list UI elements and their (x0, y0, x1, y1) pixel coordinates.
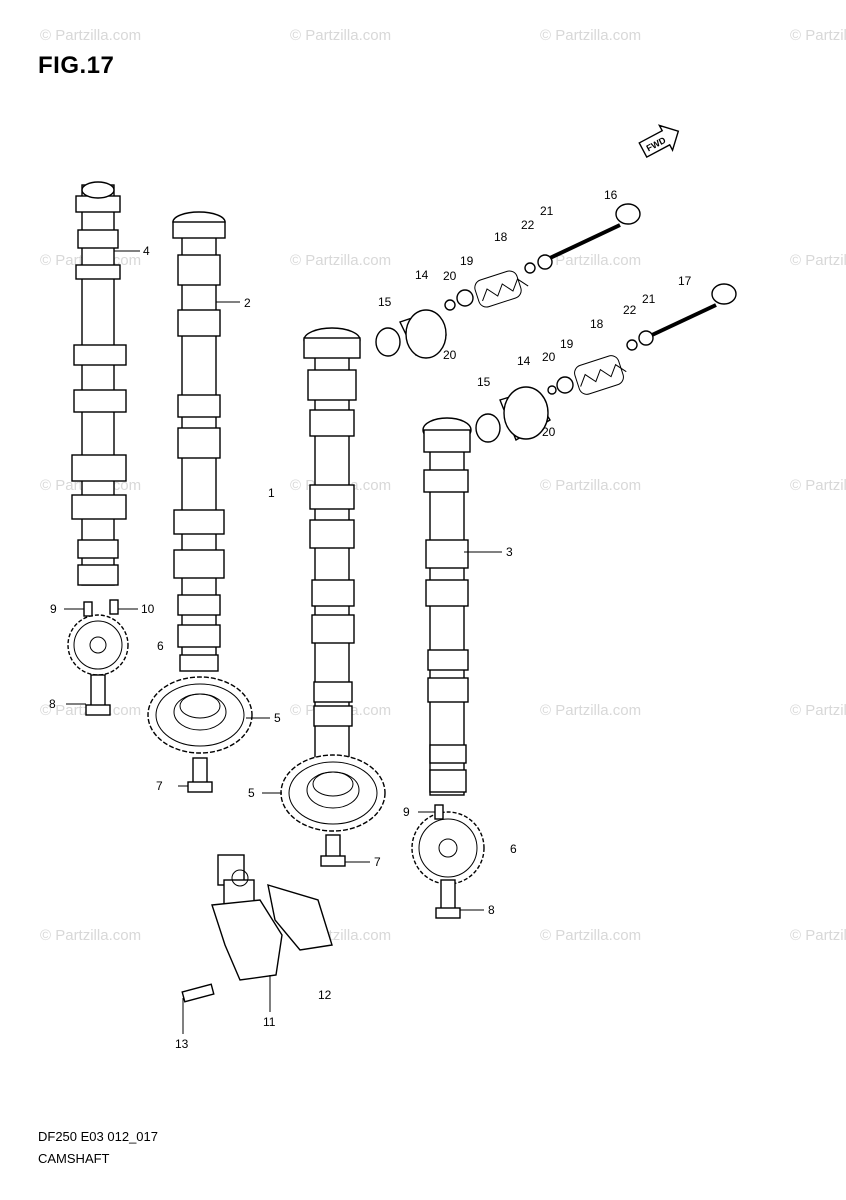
callout-7b: 7 (374, 855, 381, 869)
callout-19a: 19 (460, 254, 474, 268)
callout-20c: 20 (542, 350, 556, 364)
callout-11: 11 (263, 1015, 276, 1029)
callout-18a: 18 (494, 230, 508, 244)
callout-5b: 5 (248, 786, 255, 800)
camshaft-3 (422, 417, 472, 796)
callout-16: 16 (604, 188, 618, 202)
gasket-12 (267, 883, 333, 951)
bolt-8-right (435, 879, 461, 919)
callout-15a: 15 (378, 295, 392, 309)
camshaft-2 (172, 211, 226, 672)
watermark-text: © Partzilla.com (790, 927, 846, 944)
callout-2: 2 (244, 296, 251, 310)
callout-3: 3 (506, 545, 513, 559)
watermark-text: © Partzilla.com (790, 252, 846, 269)
watermark-text: © Partzilla.com (540, 702, 641, 719)
sprocket-5-center (280, 754, 386, 832)
watermark-text: © Partzilla.com (290, 27, 391, 44)
diagram-code: DF250 E03 012_017 (38, 1129, 158, 1144)
watermark-text: © Partzilla.com (290, 252, 391, 269)
bolt-7-center (320, 834, 346, 867)
callout-labels: 1 2 3 4 5 5 6 6 7 7 8 8 9 9 10 11 12 13 … (49, 188, 692, 1051)
callout-12: 12 (318, 988, 332, 1002)
pin-9-left (83, 601, 93, 617)
callout-14b: 14 (517, 354, 531, 368)
callout-17: 17 (678, 274, 692, 288)
callout-9a: 9 (50, 602, 57, 616)
bolt-8-left (85, 674, 111, 716)
oil-control-valve-11 (211, 854, 283, 981)
callout-20a: 20 (443, 269, 457, 283)
sprocket-5-left (147, 676, 253, 754)
callout-19b: 19 (560, 337, 574, 351)
callout-4: 4 (143, 244, 150, 258)
callout-21a: 21 (540, 204, 554, 218)
leader-lines (64, 250, 502, 1034)
callout-20d: 20 (542, 425, 556, 439)
callout-5a: 5 (274, 711, 281, 725)
figure-title: FIG.17 (38, 52, 115, 79)
callout-9b: 9 (403, 805, 410, 819)
bolt-13 (181, 983, 215, 1003)
callout-21b: 21 (642, 292, 656, 306)
bolt-7-left (187, 757, 213, 793)
callout-22a: 22 (521, 218, 535, 232)
watermark-text: © Partzilla.com (790, 702, 846, 719)
callout-15b: 15 (477, 375, 491, 389)
watermark-text: © Partzilla.com (540, 27, 641, 44)
camshaft-1 (303, 327, 361, 761)
fwd-arrow-icon: FWD (638, 124, 680, 159)
valve-assembly-lower (475, 283, 737, 443)
callout-20b: 20 (443, 348, 457, 362)
valve-assembly-upper (375, 203, 641, 359)
callout-6b: 6 (510, 842, 517, 856)
watermark-text: © Partzilla.com (540, 252, 641, 269)
callout-13: 13 (175, 1037, 189, 1051)
callout-1: 1 (268, 486, 275, 500)
callout-10: 10 (141, 602, 155, 616)
pin-9-right (434, 804, 444, 820)
watermark-text: © Partzilla.com (540, 927, 641, 944)
callout-18b: 18 (590, 317, 604, 331)
callout-8b: 8 (488, 903, 495, 917)
watermark-text: © Partzilla.com (40, 27, 141, 44)
callout-8a: 8 (49, 697, 56, 711)
watermark-text: © Partzilla.com (790, 477, 846, 494)
watermark-text: © Partzilla.com (540, 477, 641, 494)
watermark-text: © Partzilla.com (790, 27, 846, 44)
pin-10 (109, 599, 119, 615)
sprocket-6-left (67, 614, 129, 676)
callout-22b: 22 (623, 303, 637, 317)
camshaft-4 (71, 181, 127, 586)
watermark-text: © Partzilla.com (40, 927, 141, 944)
sprocket-6-right (411, 811, 485, 885)
callout-14a: 14 (415, 268, 429, 282)
callout-6a: 6 (157, 639, 164, 653)
callout-7a: 7 (156, 779, 163, 793)
diagram-name: CAMSHAFT (38, 1151, 110, 1166)
